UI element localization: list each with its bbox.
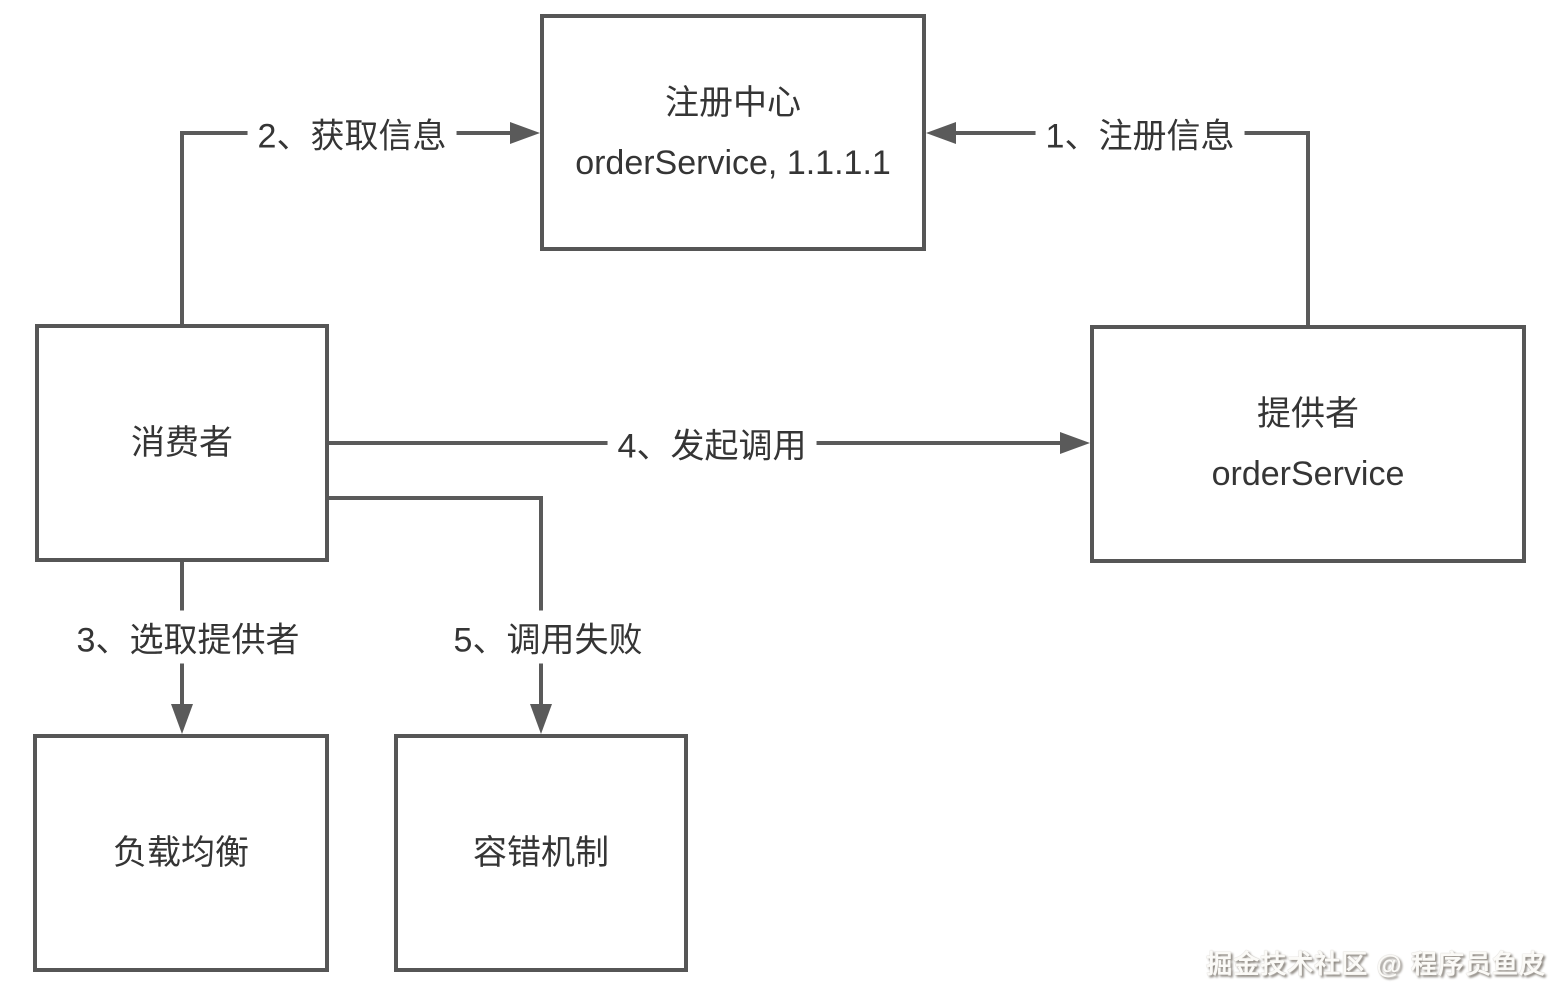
- registry-service-info: orderService, 1.1.1.1: [575, 143, 891, 182]
- edge-label-call-failure: 5、调用失败: [443, 610, 653, 664]
- provider-title: 提供者: [1257, 395, 1359, 433]
- edge-label-invoke-call: 4、发起调用: [607, 416, 817, 470]
- edge5-vertical-segment: [539, 496, 543, 704]
- provider-node: 提供者 orderService: [1090, 325, 1526, 563]
- edge2-vertical-segment: [180, 131, 184, 325]
- load-balancer-node: 负载均衡: [33, 734, 329, 972]
- edge3-arrowhead-down-icon: [171, 704, 193, 734]
- fault-tolerance-title: 容错机制: [473, 834, 609, 872]
- provider-service-name: orderService: [1211, 455, 1405, 493]
- edge-label-register-info: 1、注册信息: [1035, 106, 1245, 160]
- fault-tolerance-node: 容错机制: [394, 734, 688, 972]
- edge-label-fetch-info: 2、获取信息: [247, 106, 457, 160]
- load-balancer-title: 负载均衡: [113, 834, 249, 872]
- edge-label-select-provider: 3、选取提供者: [66, 610, 310, 664]
- registry-title: 注册中心: [665, 83, 801, 122]
- edge1-vertical-segment: [1306, 131, 1310, 325]
- edge5-arrowhead-down-icon: [530, 704, 552, 734]
- registry-node: 注册中心 orderService, 1.1.1.1: [540, 14, 926, 251]
- edge5-horizontal-segment: [329, 496, 543, 500]
- edge1-arrowhead-left-icon: [926, 122, 956, 144]
- edge2-arrowhead-right-icon: [510, 122, 540, 144]
- consumer-title: 消费者: [131, 424, 233, 462]
- juejin-watermark: 掘金技术社区 @ 程序员鱼皮: [1206, 949, 1546, 979]
- edge4-arrowhead-right-icon: [1060, 432, 1090, 454]
- consumer-node: 消费者: [35, 324, 329, 562]
